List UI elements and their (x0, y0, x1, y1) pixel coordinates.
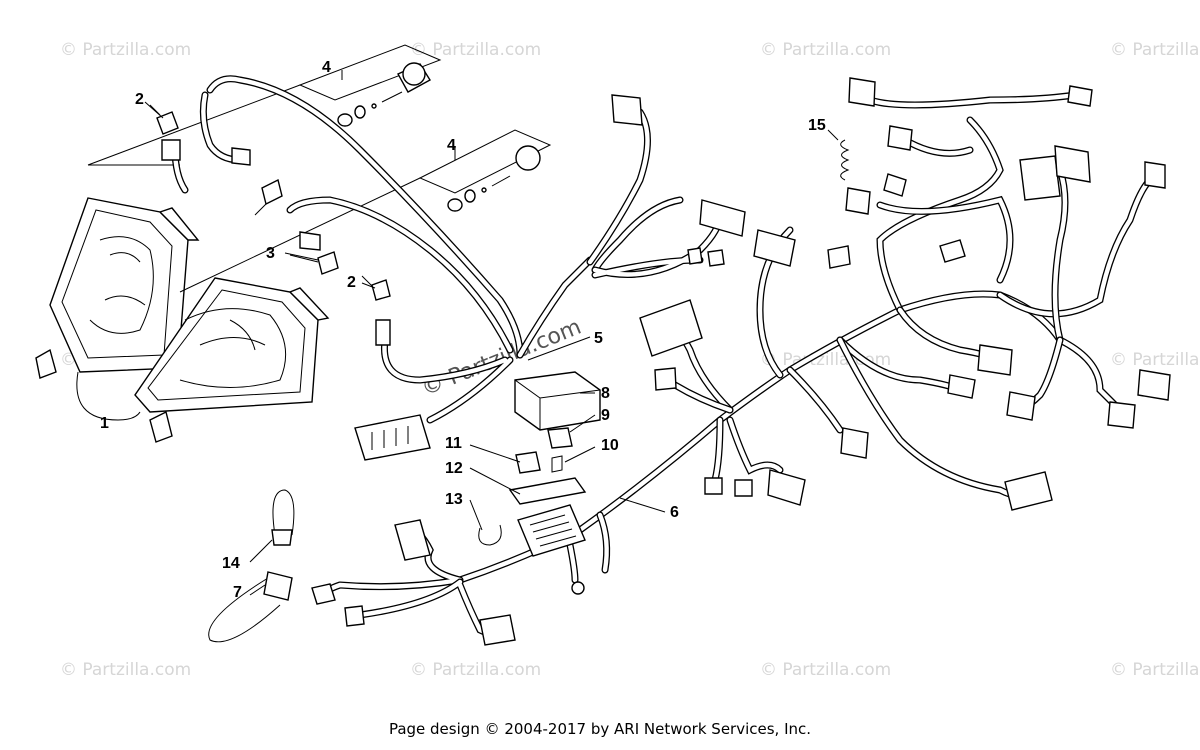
callout-6: 6 (670, 504, 679, 521)
watermark-top-left: © Partzilla.com (60, 40, 191, 60)
callout-14: 14 (222, 555, 240, 572)
cable-tie-14 (271, 489, 295, 546)
callout-10: 10 (601, 437, 619, 454)
callout-labels: 1 2 2 3 4 4 5 6 7 8 9 10 11 12 13 14 15 (100, 59, 826, 601)
callout-5: 5 (594, 330, 603, 347)
callout-13: 13 (445, 491, 463, 508)
bulb-upper (254, 178, 283, 216)
main-harness (318, 91, 1154, 637)
watermark-bottom-far-right: © Partzilla.com (1110, 660, 1200, 680)
callout-4-upper: 4 (322, 59, 331, 76)
callout-1: 1 (100, 415, 109, 432)
headlight-right (134, 277, 330, 443)
fuse-strip (508, 477, 587, 505)
watermark-bottom-left: © Partzilla.com (60, 660, 191, 680)
cap-7 (208, 571, 293, 643)
watermark-bottom-right: © Partzilla.com (760, 660, 891, 680)
watermark-top-far-right: © Partzilla.com (1110, 40, 1200, 60)
callout-1-leader-b (117, 411, 141, 421)
fuse-clip (551, 455, 563, 473)
callout-9: 9 (601, 407, 610, 424)
socket-upper (149, 104, 179, 135)
callout-1-leader-a (76, 371, 119, 421)
bulb-lower (289, 251, 339, 275)
callout-2-upper: 2 (135, 91, 144, 108)
relay-small (547, 427, 573, 449)
main-harness-connectors (311, 77, 1171, 646)
clamp-13 (478, 524, 502, 546)
leader-lines (144, 70, 839, 596)
watermark-top-right: © Partzilla.com (760, 40, 891, 60)
watermark-mid-far-right: © Partzilla.com (1110, 350, 1200, 370)
upper-center-branches (586, 94, 746, 279)
watermark-bottom-center: © Partzilla.com (410, 660, 541, 680)
callout-15: 15 (808, 117, 826, 134)
adjuster-assembly-upper (87, 44, 442, 166)
footer-copyright: Page design © 2004-2017 by ARI Network S… (388, 720, 812, 738)
relay-left (515, 451, 541, 474)
callout-3: 3 (266, 245, 275, 262)
fuse-block (517, 504, 586, 557)
headlight-harness (161, 75, 594, 461)
callout-7: 7 (233, 584, 242, 601)
callout-8: 8 (601, 385, 610, 402)
socket-lower (361, 275, 391, 301)
callout-2-lower: 2 (347, 274, 356, 291)
callout-11: 11 (445, 435, 462, 452)
coil-15 (840, 139, 850, 181)
callout-12: 12 (445, 460, 463, 477)
fuse-box (514, 371, 601, 431)
watermark-top-center: © Partzilla.com (410, 40, 541, 60)
callout-4-lower: 4 (447, 137, 456, 154)
